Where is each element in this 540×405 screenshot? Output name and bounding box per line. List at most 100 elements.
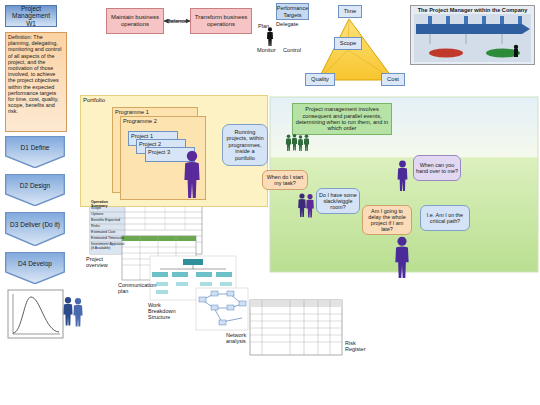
chevron-outline — [6, 174, 65, 205]
text-label: Project overview — [86, 256, 118, 268]
text-label: Communication plan — [118, 282, 163, 294]
node-text: Definition: The planning, delegating, mo… — [8, 34, 64, 115]
chevron-outline — [5, 136, 65, 168]
node-text: When do I start my task? — [265, 174, 305, 186]
network-chart — [227, 291, 234, 296]
node-text: Programme 1 — [115, 109, 149, 115]
node-text: Project Management W1 — [8, 5, 54, 27]
stage-chevron: D2 Design — [5, 174, 65, 206]
text-label: Investment Appraisal (if Available) — [91, 243, 125, 251]
target-box: Cost — [381, 73, 405, 86]
network-chart — [196, 288, 248, 330]
project-overview-table — [185, 206, 186, 230]
company-picture — [410, 5, 535, 65]
node-text: Do I have some slack/wiggle room? — [319, 192, 357, 211]
text-label: Monitor — [257, 47, 283, 53]
text-label: Delegate — [276, 21, 306, 27]
company-picture — [414, 14, 531, 62]
life-cycle-graph — [8, 290, 63, 338]
target-box: Performance Targets — [276, 3, 309, 20]
stage-chevron: D1 Define — [5, 136, 65, 168]
company-picture — [416, 24, 530, 34]
person-silhouette — [398, 161, 408, 191]
network-chart — [211, 291, 218, 296]
person-silhouette — [298, 193, 306, 217]
risk-register-table — [250, 300, 342, 355]
person-silhouette — [304, 134, 309, 151]
performance-triangle — [318, 19, 394, 80]
person-silhouette — [73, 298, 82, 326]
risk-register-table — [250, 328, 342, 329]
node-text: D1 Define — [21, 144, 50, 151]
person-silhouette — [298, 135, 303, 151]
text-label: Scope — [91, 207, 125, 211]
life-cycle-graph — [13, 334, 60, 335]
person-silhouette — [292, 134, 297, 151]
risk-register-table — [318, 300, 319, 355]
node-text: Time — [344, 8, 357, 15]
picture-frame: The Project Manager within the Company — [410, 5, 535, 65]
company-picture — [446, 16, 450, 24]
company-picture — [429, 49, 463, 58]
risk-register-table — [250, 321, 342, 322]
communication-plan — [122, 253, 196, 254]
node-text: Project 1 — [131, 133, 153, 139]
scene-background — [270, 97, 538, 272]
edge-label: Balance — [166, 18, 188, 24]
communication-plan — [122, 247, 196, 248]
network-chart — [211, 305, 218, 310]
node-text: D4 Develop — [18, 260, 52, 267]
node-text: Quality — [311, 76, 329, 83]
chevron-outline — [6, 252, 65, 283]
risk-register-table — [304, 300, 305, 355]
risk-register-table — [250, 300, 342, 355]
network-chart — [227, 305, 234, 310]
communication-plan — [122, 236, 196, 241]
person-silhouette — [267, 27, 273, 46]
work-breakdown-chart — [196, 272, 212, 277]
node-text: Performance Targets — [277, 5, 309, 18]
company-picture — [464, 16, 468, 24]
title-box: Project Management W1 — [5, 5, 57, 27]
target-box: Quality — [305, 73, 335, 86]
work-breakdown-chart — [183, 259, 203, 265]
text-label: Plan — [258, 23, 276, 29]
company-picture — [482, 16, 486, 24]
stage-chevron: D4 Develop — [5, 252, 65, 284]
risk-register-table — [330, 300, 331, 355]
text-label: Network analysis — [226, 332, 256, 344]
note-box: Project management involves consequent a… — [292, 103, 392, 135]
company-picture — [430, 34, 431, 44]
project-overview-table — [145, 206, 146, 230]
node-text: Programme 2 — [123, 118, 157, 124]
company-picture — [500, 16, 504, 24]
risk-register-table — [290, 300, 291, 355]
person-silhouette — [286, 134, 291, 151]
speech-bubble: Do I have some slack/wiggle room? — [316, 188, 360, 214]
node-text: The Project Manager within the Company — [418, 7, 528, 13]
person-silhouette — [63, 27, 408, 326]
node-text: Transform business operations — [193, 14, 249, 28]
node-text: Cost — [387, 76, 399, 83]
work-breakdown-chart — [160, 269, 226, 270]
target-box: Scope — [334, 37, 362, 50]
company-picture — [502, 34, 503, 44]
node-text: D3 Deliver (Do it) — [10, 221, 60, 228]
risk-register-table — [262, 300, 263, 355]
speech-bubble: When do I start my task? — [262, 170, 308, 190]
node-text: Am I going to delay the whole project if… — [365, 208, 409, 233]
text-label: Risks — [91, 225, 125, 229]
life-cycle-graph — [13, 297, 59, 333]
node-text: D2 Design — [20, 182, 50, 189]
node-text: Maintain business operations — [109, 14, 161, 28]
company-picture — [514, 45, 518, 49]
person-silhouette — [395, 237, 408, 278]
network-chart — [196, 288, 248, 330]
node-text: When can you hand over to me? — [416, 162, 458, 174]
chevron-outline — [6, 212, 65, 245]
text-label: Risk Register — [345, 340, 373, 352]
operations-box: Maintain business operations — [106, 8, 164, 34]
